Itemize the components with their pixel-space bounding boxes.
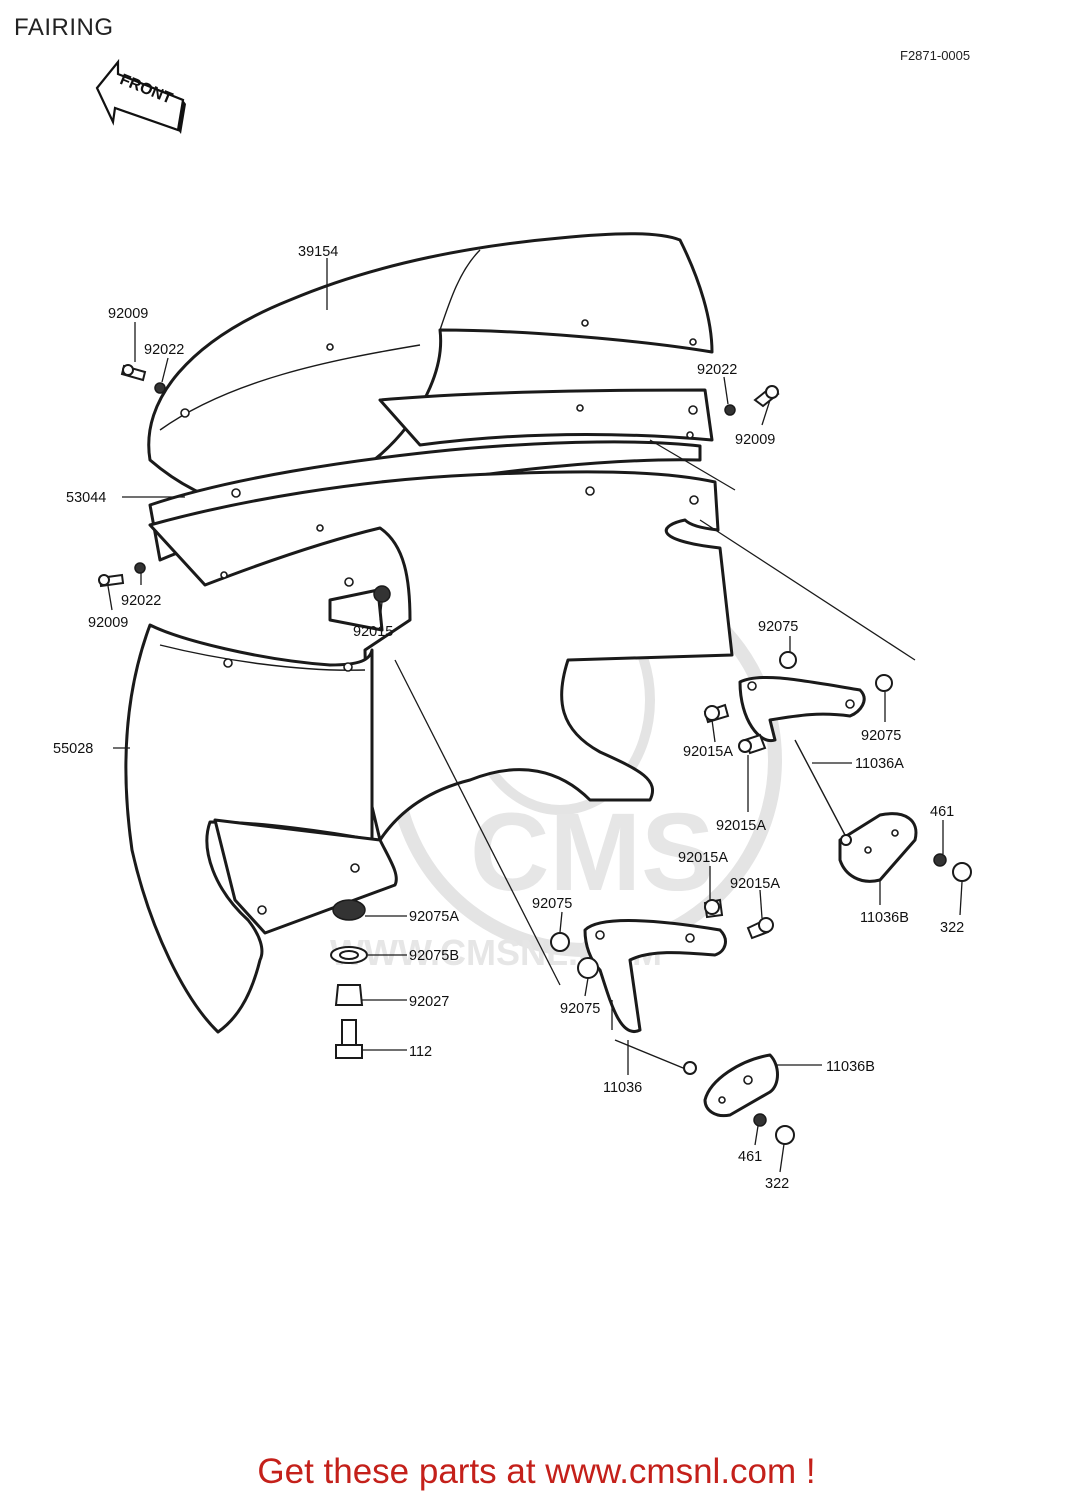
figure-code: F2871-0005 (900, 48, 971, 63)
label-92075-c: 92075 (532, 896, 572, 912)
label-92015A-d: 92015A (730, 876, 780, 892)
label-92015: 92015 (353, 624, 393, 640)
lower-fairing-55028 (124, 623, 398, 1034)
label-92027: 92027 (409, 994, 449, 1010)
label-322-a: 322 (940, 920, 964, 936)
label-92075-a: 92075 (758, 619, 798, 635)
label-11036A: 11036A (855, 756, 904, 772)
label-92075B: 92075B (409, 948, 459, 964)
bottom-stack-hardware (330, 899, 368, 1059)
label-11036B-a: 11036B (860, 910, 909, 926)
label-53044: 53044 (66, 490, 106, 506)
right-upper-hardware (724, 385, 780, 416)
part-labels: 39154 92009 92022 92022 92009 53044 9202… (53, 244, 964, 1192)
bracket-11036-assembly (550, 898, 795, 1145)
bracket-11036A-assembly (703, 651, 972, 883)
label-92009-a: 92009 (108, 306, 148, 322)
label-92022-a: 92022 (144, 342, 184, 358)
front-arrow-icon: FRONT (95, 58, 186, 134)
footer-link[interactable]: Get these parts at www.cmsnl.com ! (257, 1452, 816, 1491)
page-title: FAIRING (14, 14, 114, 41)
label-11036: 11036 (603, 1080, 642, 1096)
leader-lines (107, 258, 963, 1173)
watermark-brand: CMS (470, 791, 714, 914)
label-92075-d: 92075 (560, 1001, 600, 1017)
exploded-diagram: CMS WWW.CMSNL.COM FRONT (53, 58, 972, 1192)
left-hardware (98, 364, 391, 603)
label-92009-b: 92009 (735, 432, 775, 448)
label-92075-b: 92075 (861, 728, 901, 744)
label-112: 112 (409, 1044, 432, 1060)
label-322-b: 322 (765, 1176, 789, 1192)
label-11036B-b: 11036B (826, 1059, 875, 1075)
label-461-a: 461 (930, 804, 954, 820)
label-461-b: 461 (738, 1149, 762, 1165)
label-92022-c: 92022 (121, 593, 161, 609)
label-92015A-c: 92015A (678, 850, 728, 866)
label-92009-c: 92009 (88, 615, 128, 631)
upper-fairing (148, 470, 734, 842)
label-92075A: 92075A (409, 909, 459, 925)
label-39154: 39154 (298, 244, 338, 260)
label-92022-b: 92022 (697, 362, 737, 378)
label-55028: 55028 (53, 741, 93, 757)
label-92015A-b: 92015A (716, 818, 766, 834)
label-92015A-a: 92015A (683, 744, 733, 760)
